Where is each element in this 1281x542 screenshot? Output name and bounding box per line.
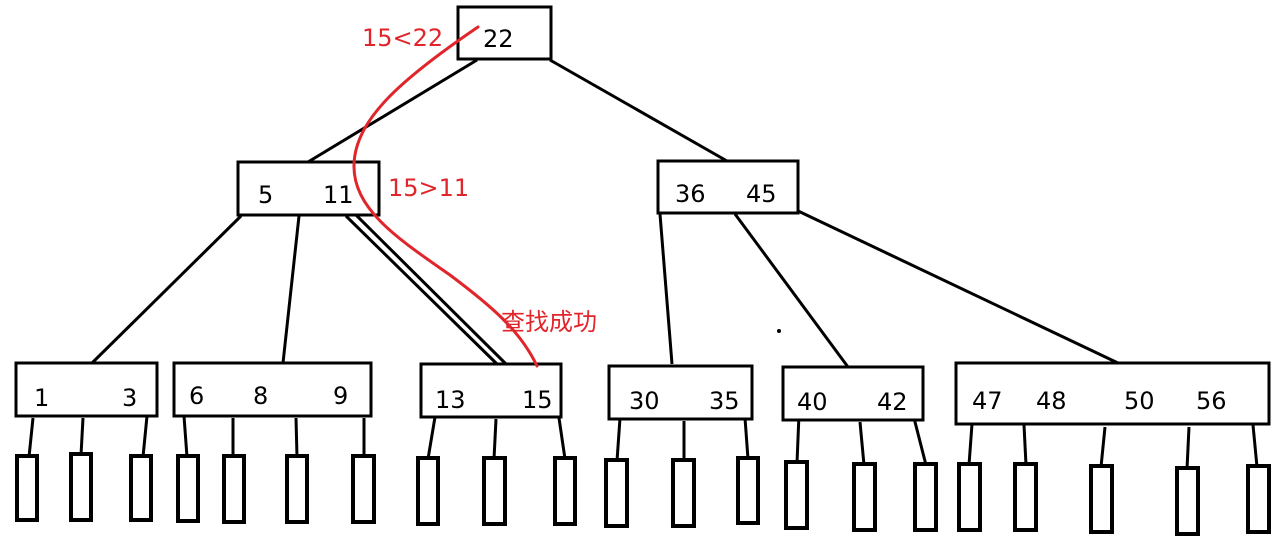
child-pointer-box [553,456,577,526]
leaf-key: 15 [522,386,553,414]
child-pointer-box [285,454,309,524]
stray-dot [777,329,781,333]
leaf-key: 8 [253,382,268,410]
leaf-key: 42 [877,388,908,416]
pointer-stub [615,417,622,462]
child-pointer-box [784,460,809,530]
pointer-stub [858,421,866,466]
root-node [456,5,553,61]
pointer-stub [1185,426,1191,470]
child-pointer-box [852,462,877,532]
edge-n1-leaf2 [281,215,301,364]
child-pointer-box [736,456,760,525]
pointer-stub [294,417,299,458]
node-key: 45 [746,180,777,208]
leaf-node-3 [419,362,563,419]
child-pointer-box [1013,462,1038,532]
child-pointer-box [69,452,93,522]
annotation-result: 查找成功 [501,308,597,336]
child-pointer-box [416,456,440,526]
child-pointer-box [957,462,982,532]
pointer-stub [79,417,85,456]
leaf-key: 30 [629,387,660,415]
node-key: 5 [258,181,273,209]
leaf-key: 40 [797,388,828,416]
edge-n1-leaf3 [344,214,500,367]
search-path-curve [352,25,539,368]
child-pointer-box [1175,466,1200,536]
pointer-stub [492,418,498,460]
leaf-key: 47 [972,387,1003,415]
leaf-key: 9 [333,382,348,410]
pointer-stub [912,417,928,466]
child-pointer-box [351,454,376,524]
child-pointer-box [1089,464,1114,534]
node-keys: 22 5 11 36 45 1 3 6 8 9 13 15 30 35 40 4… [34,25,1227,416]
leaf-key: 6 [189,382,204,410]
child-pointer-box [15,454,39,522]
search-annotations: 15<22 15>11 查找成功 [362,24,597,336]
child-pointer-box [176,454,200,523]
leaf-key: 1 [34,384,49,412]
child-pointer-box [671,458,696,528]
edge-n1-leaf1 [90,214,243,365]
pointer-stub [27,417,35,458]
leaf-node-5 [781,365,925,422]
pointer-stub [182,415,189,458]
child-pointer-box [482,456,507,526]
pointer-stub [1022,424,1028,466]
pointer-stub [1099,426,1107,468]
leaf-key: 56 [1196,387,1227,415]
leaf-key: 35 [709,387,740,415]
internal-node-right [656,159,800,215]
leaf-node-6 [954,361,1271,426]
leaf-key: 13 [435,386,466,414]
child-pointer-box [604,458,629,528]
leaf-node-2 [172,361,373,418]
pointer-stub [141,415,149,458]
node-key: 11 [323,181,354,209]
node-boxes [14,5,1271,426]
pointer-stub [557,417,567,460]
pointer-stub [743,417,750,460]
pointer-stub [1251,424,1259,468]
leaf-node-4 [607,364,754,421]
leaf-pointer-stubs [27,413,1259,470]
pointer-stub [795,413,801,464]
pointer-stub [967,423,974,466]
edge-n2-leaf6 [795,208,1119,365]
pointer-stub [426,416,437,460]
child-pointer-boxes [15,452,1271,536]
edge-root-left [307,58,478,164]
leaf-key: 3 [122,384,137,412]
child-pointer-box [222,454,246,524]
edge-n2-leaf4 [658,213,674,365]
leaf-node-1 [14,361,159,418]
edge-n1-leaf3-double [353,212,508,366]
edge-n2-leaf5 [733,213,850,368]
child-pointer-box [1246,464,1271,534]
node-key: 36 [675,180,706,208]
leaf-key: 48 [1036,387,1067,415]
child-pointer-box [913,462,938,532]
leaf-key: 50 [1124,387,1155,415]
root-key: 22 [483,25,514,53]
child-pointer-box [129,454,153,522]
tree-edges [90,58,1119,368]
annotation-level1-compare: 15>11 [388,174,469,202]
edge-root-right [549,58,728,163]
annotation-root-compare: 15<22 [362,24,443,52]
